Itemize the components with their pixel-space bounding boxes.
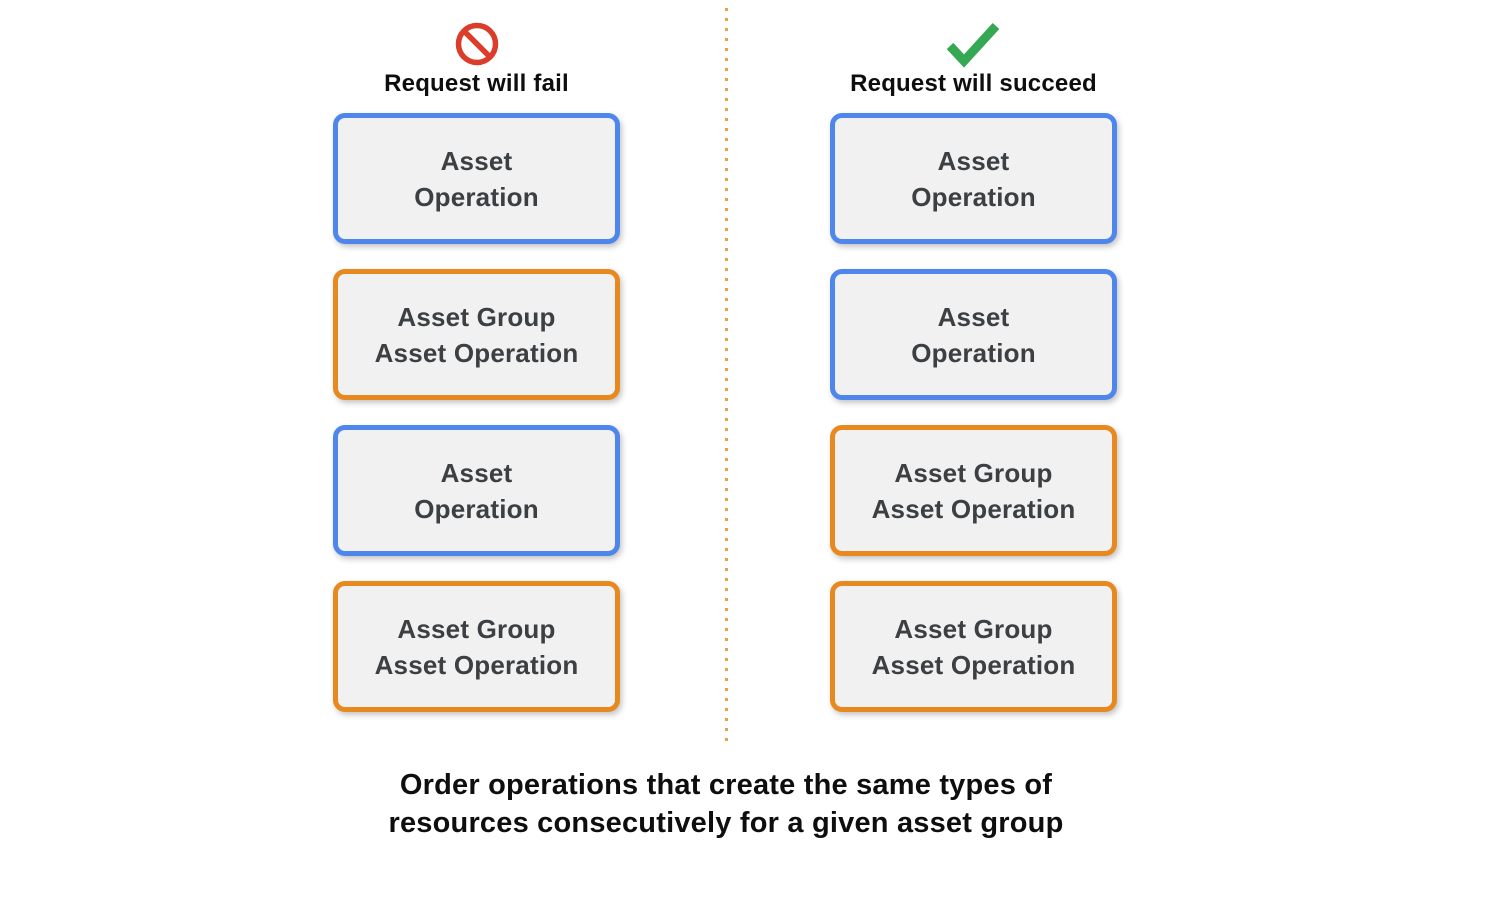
fail-column: Request will fail Asset Operation Asset … [333,18,620,712]
diagram-caption: Order operations that create the same ty… [388,769,1064,839]
box-asset-operation: Asset Operation [830,269,1117,400]
succeed-column-boxes: Asset Operation Asset Operation Asset Gr… [830,113,1117,712]
box-label: Asset Operation [414,145,539,212]
box-asset-group-asset-operation: Asset Group Asset Operation [830,425,1117,556]
box-label: Asset Group Asset Operation [374,301,579,368]
succeed-column-title: Request will succeed [850,70,1097,97]
box-asset-group-asset-operation: Asset Group Asset Operation [333,269,620,400]
checkmark-icon [943,18,1003,70]
box-label: Asset Group Asset Operation [871,613,1076,680]
box-label: Asset Operation [911,145,1036,212]
box-asset-operation: Asset Operation [830,113,1117,244]
succeed-column-header: Request will succeed [850,18,1097,113]
succeed-column: Request will succeed Asset Operation Ass… [830,18,1117,712]
box-label: Asset Group Asset Operation [374,613,579,680]
divider-dotted-line [725,8,728,742]
fail-column-boxes: Asset Operation Asset Group Asset Operat… [333,113,620,712]
box-label: Asset Operation [911,301,1036,368]
box-asset-operation: Asset Operation [333,113,620,244]
box-label: Asset Group Asset Operation [871,457,1076,524]
box-label: Asset Operation [414,457,539,524]
box-asset-group-asset-operation: Asset Group Asset Operation [333,581,620,712]
prohibition-icon [455,18,499,70]
box-asset-group-asset-operation: Asset Group Asset Operation [830,581,1117,712]
box-asset-operation: Asset Operation [333,425,620,556]
fail-column-title: Request will fail [384,70,569,97]
fail-column-header: Request will fail [384,18,569,113]
